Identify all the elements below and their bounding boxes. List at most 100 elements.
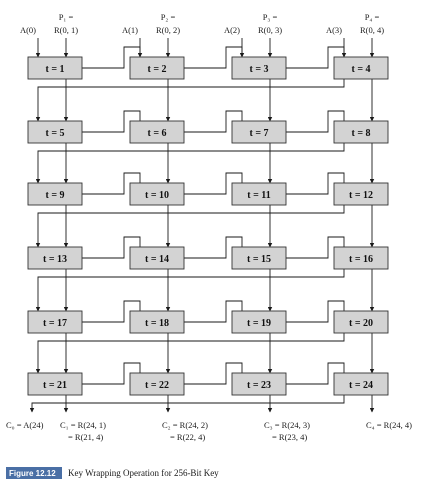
step-label-r0-c0: t = 1: [45, 64, 64, 75]
wrap-arrow-r4: [35, 333, 345, 374]
step-box-r0-c0: [27, 56, 83, 80]
figure-number: Figure 12.12: [9, 469, 56, 478]
chain-arrow-r0-c2: [286, 46, 345, 69]
chain-arrow-r2-c1: [184, 172, 243, 195]
step-box-r0-c2: [231, 56, 287, 80]
step-label-r1-c3: t = 8: [351, 128, 370, 139]
step-label-r5-c0: t = 21: [43, 380, 67, 391]
output-label-2-line2: = R(22, 4): [170, 432, 205, 442]
input-p-label-2: P₃ =: [263, 12, 278, 22]
output-labels: C₀ = A(24) C₁ = R(24, 1) = R(21, 4) C₂ = R(…: [6, 420, 412, 442]
output-label-0: C₀ = A(24): [6, 420, 44, 430]
step-box-r1-c2: [231, 120, 287, 144]
output-label-4: C₄ = R(24, 4): [366, 420, 412, 430]
chain-arrow-r3-c0: [82, 236, 141, 259]
step-box-r3-c1: [129, 246, 185, 270]
output-label-1-line2: = R(21, 4): [68, 432, 103, 442]
step-box-r4-c3: [333, 310, 389, 334]
wrap-arrow-r2: [35, 205, 345, 248]
output-label-1: C₁ = R(24, 1): [60, 420, 106, 430]
final-a-arrow: [29, 395, 345, 413]
step-box-r5-c0: [27, 372, 83, 396]
input-r-label-2: R(0, 3): [258, 25, 282, 35]
step-box-r3-c2: [231, 246, 287, 270]
chain-arrow-r0-c1: [184, 46, 243, 69]
figure-caption: Figure 12.12 Key Wrapping Operation for …: [6, 467, 219, 479]
step-box-r5-c3: [333, 372, 389, 396]
step-label-r2-c0: t = 9: [45, 190, 64, 201]
wrap-arrow-r0: [35, 79, 345, 122]
chain-arrow-r5-c2: [286, 362, 345, 385]
input-p-label-3: P₄ =: [365, 12, 380, 22]
wrap-arrow-r3: [35, 269, 345, 312]
step-label-r2-c3: t = 12: [349, 190, 373, 201]
step-box-r1-c0: [27, 120, 83, 144]
step-box-r2-c2: [231, 182, 287, 206]
step-label-r5-c2: t = 23: [247, 380, 271, 391]
chain-arrow-r4-c0: [82, 300, 141, 323]
figure-number-badge: [6, 467, 62, 479]
chain-arrow-r0-c0: [82, 46, 141, 69]
chain-arrow-r4-c2: [286, 300, 345, 323]
chain-arrow-r1-c2: [286, 110, 345, 133]
figure-caption-text: Key Wrapping Operation for 256-Bit Key: [68, 468, 219, 478]
step-label-r4-c3: t = 20: [349, 318, 373, 329]
step-box-r4-c2: [231, 310, 287, 334]
input-a-label-2: A(2): [224, 25, 240, 35]
chain-arrow-r3-c1: [184, 236, 243, 259]
input-r-label-1: R(0, 2): [156, 25, 180, 35]
step-box-r3-c3: [333, 246, 389, 270]
connection-lines: [29, 38, 375, 413]
step-box-r2-c1: [129, 182, 185, 206]
step-label-r1-c1: t = 6: [147, 128, 166, 139]
chain-arrow-r5-c0: [82, 362, 141, 385]
input-r-label-0: R(0, 1): [54, 25, 78, 35]
step-label-r5-c3: t = 24: [349, 380, 373, 391]
chain-arrow-r1-c0: [82, 110, 141, 133]
step-box-r2-c3: [333, 182, 389, 206]
step-label-r1-c0: t = 5: [45, 128, 64, 139]
step-label-r3-c3: t = 16: [349, 254, 373, 265]
step-label-r4-c1: t = 18: [145, 318, 169, 329]
step-box-r1-c1: [129, 120, 185, 144]
input-a-label-0: A(0): [20, 25, 36, 35]
step-box-r4-c0: [27, 310, 83, 334]
step-box-r2-c0: [27, 182, 83, 206]
chain-arrow-r2-c2: [286, 172, 345, 195]
step-box-r3-c0: [27, 246, 83, 270]
output-label-3: C₃ = R(24, 3): [264, 420, 310, 430]
input-a-label-1: A(1): [122, 25, 138, 35]
chain-arrow-r1-c1: [184, 110, 243, 133]
step-label-r3-c0: t = 13: [43, 254, 67, 265]
input-a-label-3: A(3): [326, 25, 342, 35]
step-box-r0-c3: [333, 56, 389, 80]
input-p-label-1: P₂ =: [161, 12, 176, 22]
step-label-r4-c0: t = 17: [43, 318, 67, 329]
output-label-3-line2: = R(23, 4): [272, 432, 307, 442]
step-label-r0-c3: t = 4: [351, 64, 370, 75]
step-label-r0-c1: t = 2: [147, 64, 166, 75]
wrap-arrow-r1: [35, 143, 345, 184]
step-label-r3-c1: t = 14: [145, 254, 169, 265]
input-r-label-3: R(0, 4): [360, 25, 384, 35]
chain-arrow-r5-c1: [184, 362, 243, 385]
step-label-r4-c2: t = 19: [247, 318, 271, 329]
output-label-2: C₂ = R(24, 2): [162, 420, 208, 430]
step-label-r3-c2: t = 15: [247, 254, 271, 265]
step-box-r5-c2: [231, 372, 287, 396]
step-box-r0-c1: [129, 56, 185, 80]
step-box-r1-c3: [333, 120, 389, 144]
input-p-label-0: P₁ =: [59, 12, 74, 22]
chain-arrow-r4-c1: [184, 300, 243, 323]
step-label-r2-c2: t = 11: [247, 190, 270, 201]
chain-arrow-r2-c0: [82, 172, 141, 195]
step-label-r1-c2: t = 7: [249, 128, 268, 139]
step-label-r5-c1: t = 22: [145, 380, 169, 391]
step-box-r4-c1: [129, 310, 185, 334]
input-labels: P₁ = A(0) R(0, 1) P₂ = A(1) R(0, 2) P₃ = A(2) R(…: [20, 12, 384, 35]
step-label-r2-c1: t = 10: [145, 190, 169, 201]
step-box-r5-c1: [129, 372, 185, 396]
chain-arrow-r3-c2: [286, 236, 345, 259]
